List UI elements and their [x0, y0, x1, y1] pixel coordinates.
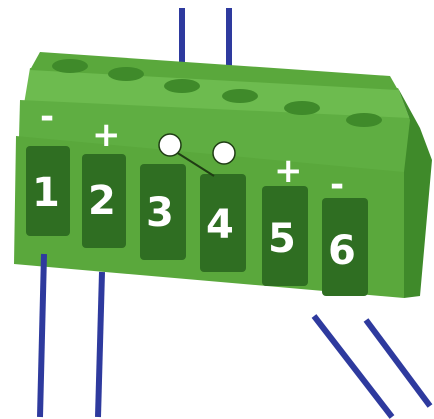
wire-bottom-5	[314, 316, 392, 417]
polarity-5: +	[274, 151, 303, 191]
terminal-number-2: 2	[88, 178, 116, 224]
wire-bottom-2	[98, 272, 102, 417]
terminal-number-6: 6	[328, 228, 356, 274]
polarity-1: -	[40, 97, 54, 137]
terminal-number-3: 3	[146, 190, 174, 236]
polarity-2: +	[92, 115, 121, 155]
terminal-number-5: 5	[268, 216, 296, 262]
polarity-6: -	[330, 165, 344, 205]
wire-bottom-1	[40, 254, 44, 417]
terminal-number-4: 4	[206, 202, 234, 248]
terminal-number-1: 1	[32, 170, 60, 216]
